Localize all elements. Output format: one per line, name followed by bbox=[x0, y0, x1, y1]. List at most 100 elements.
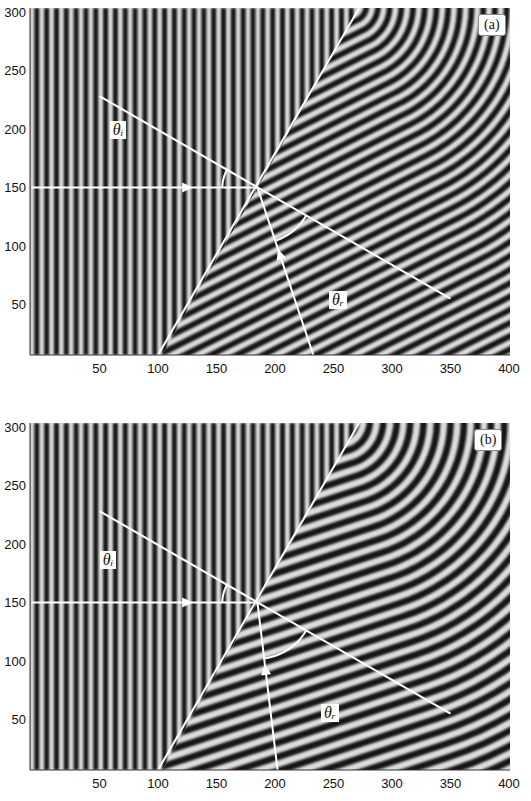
wavefront-stripe bbox=[0, 421, 531, 801]
wavefront-stripe bbox=[123, 423, 128, 770]
wavefront-stripe bbox=[0, 421, 531, 801]
wavefront-stripe bbox=[0, 421, 491, 785]
x-tick-label: 50 bbox=[92, 362, 106, 375]
refracted-wavefronts bbox=[0, 421, 531, 801]
wavefront-stripe bbox=[0, 421, 531, 801]
wavefront-stripe bbox=[408, 8, 413, 355]
wavefront-stripe bbox=[64, 423, 69, 770]
y-tick-label: 150 bbox=[4, 181, 26, 194]
wavefront-stripe bbox=[0, 421, 531, 801]
wavefront-stripe bbox=[0, 421, 531, 801]
annotation-lines bbox=[32, 423, 451, 778]
wavefront-stripe bbox=[133, 8, 138, 355]
wavefront-stripe bbox=[103, 8, 108, 355]
normal-line bbox=[100, 96, 451, 298]
y-tick-label: 100 bbox=[4, 655, 26, 668]
x-tick-label: 400 bbox=[498, 362, 520, 375]
y-tick-label: 250 bbox=[4, 64, 26, 77]
x-axis bbox=[30, 355, 510, 356]
angle-label: θᵢ bbox=[110, 121, 126, 139]
arrow-head bbox=[182, 183, 193, 193]
wavefront-stripe bbox=[0, 421, 531, 801]
wavefront-stripe bbox=[0, 421, 531, 801]
x-tick-label: 150 bbox=[206, 777, 228, 790]
wavefront-stripe bbox=[0, 421, 531, 801]
wavefront-stripe bbox=[0, 421, 531, 801]
wavefront-stripe bbox=[0, 421, 531, 801]
wavefront-stripe bbox=[93, 423, 98, 770]
wavefront-stripe bbox=[0, 6, 531, 794]
y-tick-label: 100 bbox=[4, 240, 26, 253]
wavefront-stripe bbox=[64, 8, 69, 355]
refracted-ray bbox=[257, 188, 316, 364]
interface-line bbox=[158, 423, 359, 770]
x-tick-label: 100 bbox=[147, 362, 169, 375]
wavefront-stripe bbox=[0, 6, 390, 354]
interface-line bbox=[158, 8, 359, 355]
wavefront-stripe bbox=[152, 8, 157, 355]
wavefront-stripe bbox=[0, 6, 378, 344]
wavefront-stripe bbox=[93, 8, 98, 355]
wavefront-stripe bbox=[83, 423, 88, 770]
wavefront-stripe bbox=[34, 8, 39, 355]
x-tick-label: 250 bbox=[323, 362, 345, 375]
angle-arc bbox=[275, 216, 306, 241]
wavefront-stripe bbox=[113, 423, 118, 770]
wavefront-stripe bbox=[54, 8, 59, 355]
annotation-lines bbox=[32, 8, 451, 363]
angle-label: θᵢ bbox=[100, 551, 116, 569]
wavefront-stripe bbox=[0, 421, 531, 801]
x-tick-label: 100 bbox=[147, 777, 169, 790]
wavefront-stripe bbox=[83, 8, 88, 355]
x-tick-label: 350 bbox=[440, 777, 462, 790]
wavefront-stripe bbox=[133, 423, 138, 770]
wavefront-stripe bbox=[54, 423, 59, 770]
angle-arc bbox=[264, 631, 306, 659]
wavefront-stripe bbox=[182, 423, 187, 770]
x-axis bbox=[30, 770, 510, 771]
wavefront-stripe bbox=[172, 423, 177, 770]
arrow-head bbox=[182, 598, 193, 608]
panel-label: (a) bbox=[478, 14, 506, 36]
wavefront-stripe bbox=[0, 6, 495, 449]
x-tick-label: 300 bbox=[381, 777, 403, 790]
wavefront-stripe bbox=[182, 8, 187, 355]
angle-arc bbox=[222, 170, 227, 188]
x-tick-label: 300 bbox=[381, 362, 403, 375]
wavefront-stripe bbox=[0, 6, 530, 480]
wavefront-stripe bbox=[0, 421, 531, 801]
y-axis bbox=[30, 423, 31, 770]
wavefront-stripe bbox=[0, 421, 531, 801]
x-tick-label: 200 bbox=[264, 362, 286, 375]
wavefront-stripe bbox=[103, 423, 108, 770]
incident-ray bbox=[32, 602, 258, 604]
wavefront-stripe bbox=[152, 423, 157, 770]
x-tick-label: 150 bbox=[206, 362, 228, 375]
wavefront-stripe bbox=[201, 423, 206, 770]
wavefront-stripe bbox=[0, 421, 437, 734]
y-tick-label: 200 bbox=[4, 123, 26, 136]
wavefront-stripe bbox=[172, 8, 177, 355]
wavefront-stripe bbox=[0, 421, 531, 801]
arrow-head bbox=[261, 664, 271, 676]
wavefront-stripe bbox=[113, 8, 118, 355]
incident-ray bbox=[32, 187, 258, 189]
y-tick-label: 200 bbox=[4, 538, 26, 551]
wavefront-stripe bbox=[0, 6, 366, 334]
wavefront-stripe bbox=[251, 8, 256, 355]
wavefront-stripe bbox=[44, 8, 49, 355]
x-tick-label: 50 bbox=[92, 777, 106, 790]
wavefront-stripe bbox=[74, 423, 79, 770]
wavefront-stripe bbox=[251, 423, 256, 770]
angle-label: θᵣ bbox=[329, 291, 347, 309]
y-tick-label: 150 bbox=[4, 596, 26, 609]
wavefront-stripe bbox=[0, 421, 531, 801]
wavefront-stripe bbox=[123, 8, 128, 355]
wavefront-stripe bbox=[142, 423, 147, 770]
wavefront-stripe bbox=[0, 421, 531, 801]
wavefront-stripe bbox=[162, 8, 167, 355]
y-tick-label: 300 bbox=[4, 6, 26, 19]
wavefront-stripe bbox=[0, 421, 477, 772]
